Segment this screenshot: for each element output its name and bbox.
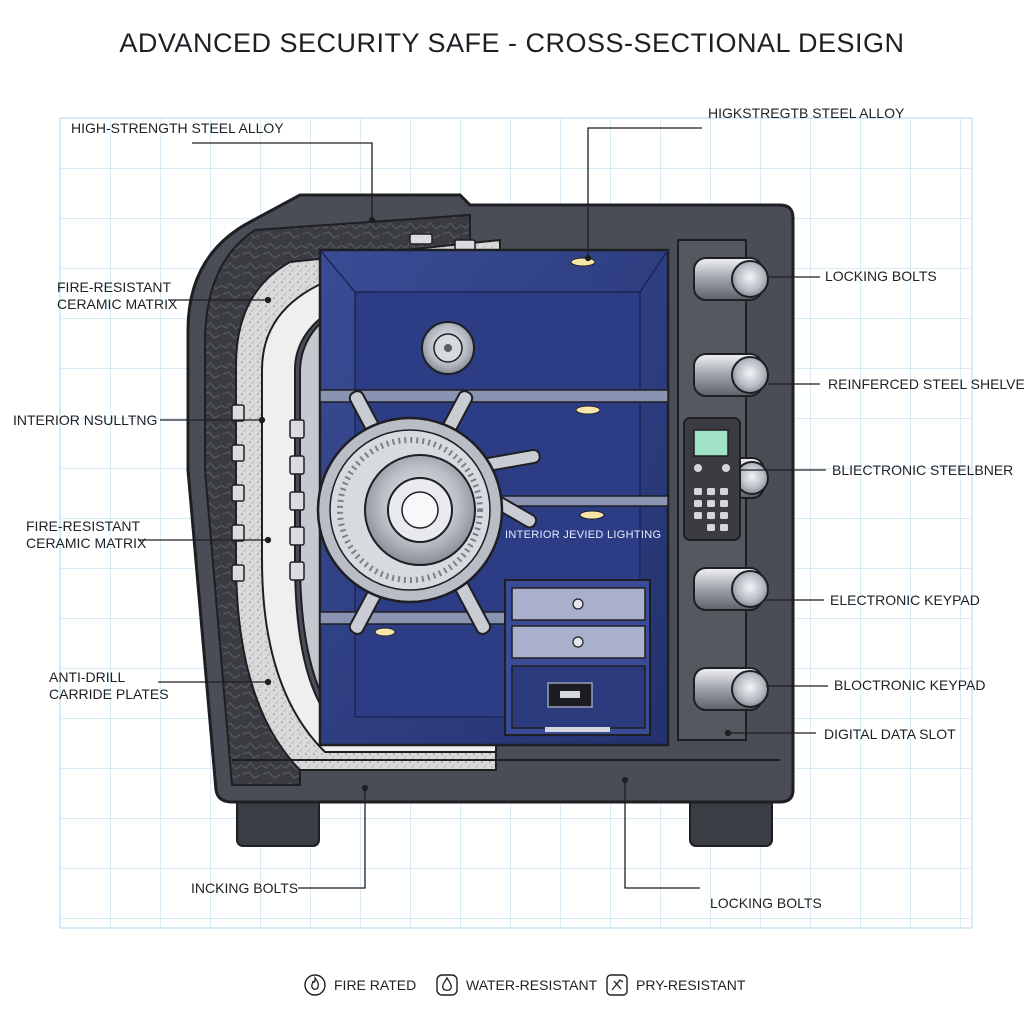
- vault-wheel: [316, 390, 541, 635]
- legend-water-resistant-label: WATER-RESISTANT: [466, 977, 598, 993]
- legend-water-resistant: WATER-RESISTANT: [436, 974, 597, 996]
- label-bloctronic-keypad: BLOCTRONIC KEYPAD: [834, 677, 986, 693]
- label-bottom-left-bolts: INCKING BOLTS: [191, 880, 299, 896]
- diagram-title: ADVANCED SECURITY SAFE - CROSS-SECTIONAL…: [119, 28, 905, 58]
- label-electronic-steel: BLIECTRONIC STEELBNER: [832, 462, 1014, 478]
- label-digital-data-slot: DIGITAL DATA SLOT: [824, 726, 956, 742]
- anti-drill-plates: [231, 233, 476, 582]
- wall-dial: [421, 321, 475, 375]
- leader-lines: [138, 127, 828, 889]
- label-fire-resistant-ceramic-1: FIRE-RESISTANT CERAMIC MATRIX: [57, 279, 178, 312]
- locking-bolts: [693, 257, 769, 711]
- pry-bar-icon: [606, 974, 628, 996]
- legend-pry-resistant: PRY-RESISTANT: [606, 974, 745, 996]
- label-high-strength-steel-right: HIGKSTREGTB STEEL ALLOY: [708, 105, 905, 121]
- label-anti-drill-plates: ANTI-DRILL CARRIDE PLATES: [49, 669, 169, 702]
- label-bottom-right-bolts: LOCKING BOLTS: [710, 895, 822, 911]
- drawer-unit: [504, 579, 651, 736]
- label-high-strength-steel-left: HIGH-STRENGTH STEEL ALLOY: [71, 120, 284, 136]
- label-locking-bolts: LOCKING BOLTS: [825, 268, 937, 284]
- electronic-keypad: [683, 417, 741, 541]
- label-fire-resistant-ceramic-2: FIRE-RESISTANT CERAMIC MATRIX: [26, 518, 147, 551]
- feature-legend: FIRE RATED WATER-RESISTANT PRY-RESISTANT: [0, 974, 1024, 1000]
- flame-icon: [304, 974, 326, 996]
- legend-pry-resistant-label: PRY-RESISTANT: [636, 977, 746, 993]
- reinforced-shelves: [319, 389, 669, 625]
- legend-fire-rated: FIRE RATED: [304, 974, 416, 996]
- label-reinforced-shelves: REINFERCED STEEL SHELVES: [828, 376, 1024, 392]
- water-drop-icon: [436, 974, 458, 996]
- label-interior-insulating: INTERIOR NSULLTNG: [13, 412, 158, 428]
- legend-fire-rated-label: FIRE RATED: [334, 977, 417, 993]
- label-interior-lighting: INTERIOR JEVIED LIGHTING: [505, 529, 662, 541]
- label-electronic-keypad: ELECTRONIC KEYPAD: [830, 592, 980, 608]
